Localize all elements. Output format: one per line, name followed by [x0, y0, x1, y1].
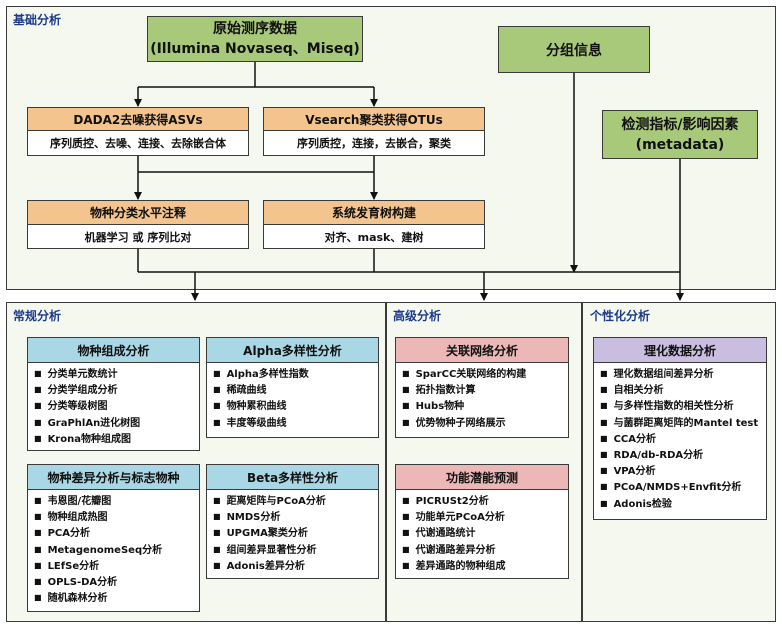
phylo-title-box: 系统发育树构建	[263, 200, 485, 225]
section-title-personal: 个性化分析	[590, 309, 651, 323]
list-item: 代谢通路统计	[402, 526, 568, 542]
vsearch-title: Vsearch聚类获得OTUs	[305, 112, 443, 127]
dada2-title-box: DADA2去噪获得ASVs	[27, 107, 249, 131]
list-item: Krona物种组成图	[34, 432, 199, 448]
beta-card-list: 距离矩阵与PCoA分析 NMDS分析 UPGMA聚类分析 组间差异显著性分析 A…	[206, 489, 379, 579]
list-item: NMDS分析	[213, 510, 378, 526]
raw-sequencing-data-box: 原始测序数据 (Illumina Novaseq、Miseq)	[147, 16, 363, 62]
taxonomy-title-box: 物种分类水平注释	[27, 200, 249, 225]
beta-title-text: Beta多样性分析	[246, 470, 339, 485]
list-item: 物种累积曲线	[213, 399, 378, 415]
phylo-desc: 对齐、mask、建树	[324, 230, 424, 244]
list-item: 自相关分析	[600, 383, 766, 399]
vsearch-desc: 序列质控，连接，去嵌合，聚类	[297, 137, 451, 150]
list-item: 物种组成热图	[34, 510, 199, 526]
list-item: 分类单元数统计	[34, 367, 199, 383]
composition-card-title: 物种组成分析	[27, 337, 200, 363]
list-item: PICRUSt2分析	[402, 494, 568, 510]
list-item: Hubs物种	[402, 399, 568, 415]
function-card-list: PICRUSt2分析 功能单元PCoA分析 代谢通路统计 代谢通路差异分析 差异…	[395, 489, 569, 579]
list-item: 与菌群距离矩阵的Mantel test	[600, 416, 766, 432]
section-title-regular: 常规分析	[13, 309, 62, 323]
list-item: GraPhlAn进化树图	[34, 416, 199, 432]
list-item: 功能单元PCoA分析	[402, 510, 568, 526]
list-item: RDA/db-RDA分析	[600, 448, 766, 464]
metadata-box: 检测指标/影响因素 (metadata)	[602, 110, 758, 159]
list-item: 分类学组成分析	[34, 383, 199, 399]
function-title-text: 功能潜能预测	[445, 470, 518, 485]
taxonomy-desc-box: 机器学习 或 序列比对	[27, 224, 249, 249]
dada2-title: DADA2去噪获得ASVs	[73, 112, 203, 127]
list-item: MetagenomeSeq分析	[34, 543, 199, 559]
alpha-card-title: Alpha多样性分析	[206, 337, 379, 363]
alpha-card-list: Alpha多样性指数 稀疏曲线 物种累积曲线 丰度等级曲线	[206, 362, 379, 438]
list-item: 与多样性指数的相关性分析	[600, 399, 766, 415]
list-item: Adonis检验	[600, 497, 766, 513]
list-item: PCoA/NMDS+Envfit分析	[600, 480, 766, 496]
dada2-desc: 序列质控、去噪、连接、去除嵌合体	[50, 137, 226, 150]
physchem-title-text: 理化数据分析	[643, 343, 716, 358]
composition-title-text: 物种组成分析	[77, 343, 150, 358]
list-item: CCA分析	[600, 432, 766, 448]
diff-card-title: 物种差异分析与标志物种	[27, 464, 200, 490]
alpha-title-text: Alpha多样性分析	[243, 343, 342, 358]
list-item: 代谢通路差异分析	[402, 543, 568, 559]
list-item: 组间差异显著性分析	[213, 543, 378, 559]
list-item: VPA分析	[600, 464, 766, 480]
list-item: 分类等级树图	[34, 399, 199, 415]
list-item: 丰度等级曲线	[213, 416, 378, 432]
list-item: 韦恩图/花瓣图	[34, 494, 199, 510]
dada2-desc-box: 序列质控、去噪、连接、去除嵌合体	[27, 130, 249, 156]
vsearch-title-box: Vsearch聚类获得OTUs	[263, 107, 485, 131]
list-item: Adonis差异分析	[213, 559, 378, 575]
network-card-list: SparCC关联网络的构建 拓扑指数计算 Hubs物种 优势物种子网络展示	[395, 362, 569, 438]
list-item: LEfSe分析	[34, 559, 199, 575]
list-item: OPLS-DA分析	[34, 575, 199, 591]
raw-data-platforms: (Illumina Novaseq、Miseq)	[150, 41, 360, 57]
list-item: UPGMA聚类分析	[213, 526, 378, 542]
list-item: 随机森林分析	[34, 591, 199, 607]
raw-data-title: 原始测序数据	[213, 21, 297, 37]
list-item: 稀疏曲线	[213, 383, 378, 399]
group-info-label: 分组信息	[546, 42, 602, 59]
list-item: PCA分析	[34, 526, 199, 542]
phylo-desc-box: 对齐、mask、建树	[263, 224, 485, 249]
list-item: Alpha多样性指数	[213, 367, 378, 383]
metadata-subtitle: (metadata)	[635, 136, 725, 153]
function-card-title: 功能潜能预测	[395, 464, 569, 490]
group-info-box: 分组信息	[498, 26, 650, 73]
list-item: SparCC关联网络的构建	[402, 367, 568, 383]
network-title-text: 关联网络分析	[445, 343, 518, 358]
diff-card-list: 韦恩图/花瓣图 物种组成热图 PCA分析 MetagenomeSeq分析 LEf…	[27, 489, 200, 612]
composition-card-list: 分类单元数统计 分类学组成分析 分类等级树图 GraPhlAn进化树图 Kron…	[27, 362, 200, 451]
section-title-advanced: 高级分析	[393, 309, 442, 323]
list-item: 差异通路的物种组成	[402, 559, 568, 575]
physchem-card-list: 理化数据组间差异分析 自相关分析 与多样性指数的相关性分析 与菌群距离矩阵的Ma…	[593, 362, 767, 520]
physchem-card-title: 理化数据分析	[593, 337, 767, 363]
diff-title-text: 物种差异分析与标志物种	[47, 470, 180, 485]
section-title-basic: 基础分析	[13, 13, 62, 27]
metadata-title: 检测指标/影响因素	[621, 116, 739, 133]
list-item: 优势物种子网络展示	[402, 416, 568, 432]
taxonomy-title: 物种分类水平注释	[89, 206, 186, 220]
list-item: 拓扑指数计算	[402, 383, 568, 399]
beta-card-title: Beta多样性分析	[206, 464, 379, 490]
vsearch-desc-box: 序列质控，连接，去嵌合，聚类	[263, 130, 485, 156]
taxonomy-desc: 机器学习 或 序列比对	[84, 230, 192, 244]
list-item: 距离矩阵与PCoA分析	[213, 494, 378, 510]
network-card-title: 关联网络分析	[395, 337, 569, 363]
list-item: 理化数据组间差异分析	[600, 367, 766, 383]
phylo-title: 系统发育树构建	[331, 206, 416, 220]
